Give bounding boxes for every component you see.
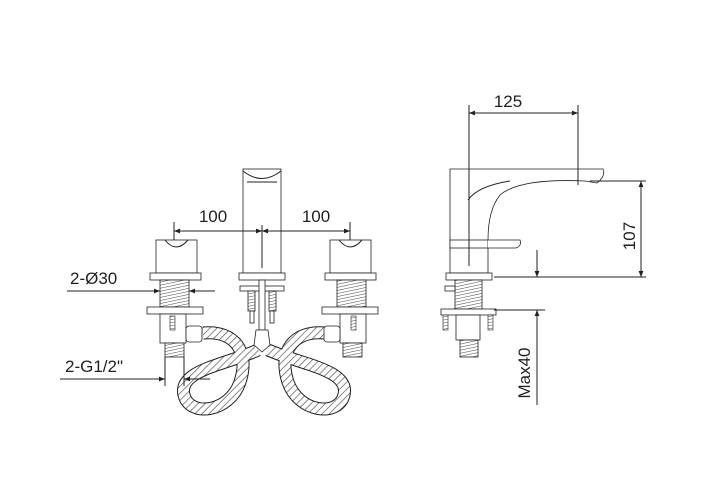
side-view: 125 107 Max40 [440,92,646,405]
dim-label-reach: 125 [494,92,522,111]
dimension-thread: 2-G1/2" [60,357,210,386]
dim-label-right: 100 [302,207,330,226]
dim-label-max-deck: Max40 [515,347,534,398]
dim-label-thread: 2-G1/2" [65,357,123,376]
dimension-100-right: 100 [262,207,351,240]
braided-hoses [177,326,351,416]
dim-label-left: 100 [199,207,227,226]
dim-label-diameter: 2-Ø30 [70,269,117,288]
dim-label-height: 107 [620,222,639,250]
right-valve [321,239,379,358]
dimension-107: 107 [494,180,646,278]
spout-side [440,168,605,358]
front-view: 100 100 2-Ø30 2-G1/2" [60,168,379,416]
dimension-max40: Max40 [494,250,545,405]
dimension-diameter: 2-Ø30 [67,269,215,294]
dimension-125: 125 [468,92,579,266]
left-valve [146,239,204,358]
dimension-100-left: 100 [173,207,262,240]
spout-front [238,168,286,353]
